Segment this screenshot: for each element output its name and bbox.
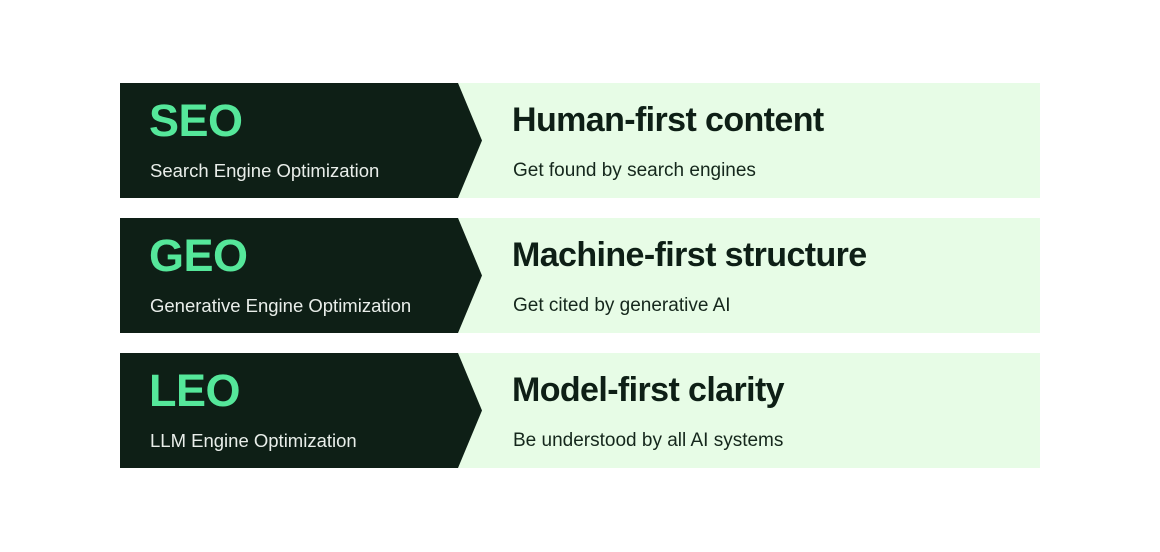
tier-heading-seo: Human-first content (512, 101, 824, 139)
acronym-panel-content-geo: GEO Generative Engine Optimization (149, 218, 449, 333)
acronym-expansion-leo: LLM Engine Optimization (150, 430, 357, 451)
tier-subheading-geo: Get cited by generative AI (513, 295, 731, 316)
acronym-label-leo: LEO (149, 365, 241, 416)
acronym-arrow-panel-geo: GEO Generative Engine Optimization (120, 218, 482, 333)
tier-content-leo: Model-first clarity Be understood by all… (512, 353, 1032, 468)
optimization-tiers-diagram: SEO Search Engine Optimization Human-fir… (120, 83, 1040, 468)
tier-content-seo: Human-first content Get found by search … (512, 83, 1032, 198)
acronym-panel-content-seo: SEO Search Engine Optimization (149, 83, 449, 198)
acronym-panel-content-leo: LEO LLM Engine Optimization (149, 353, 449, 468)
tier-row-seo: SEO Search Engine Optimization Human-fir… (120, 83, 1040, 198)
acronym-expansion-seo: Search Engine Optimization (150, 160, 380, 181)
tier-subheading-seo: Get found by search engines (513, 160, 756, 181)
tier-heading-geo: Machine-first structure (512, 236, 867, 274)
tier-subheading-leo: Be understood by all AI systems (513, 430, 784, 451)
tier-row-leo: LEO LLM Engine Optimization Model-first … (120, 353, 1040, 468)
acronym-expansion-geo: Generative Engine Optimization (150, 295, 412, 316)
tier-row-geo: GEO Generative Engine Optimization Machi… (120, 218, 1040, 333)
acronym-label-seo: SEO (149, 95, 243, 146)
tier-content-geo: Machine-first structure Get cited by gen… (512, 218, 1032, 333)
acronym-arrow-panel-leo: LEO LLM Engine Optimization (120, 353, 482, 468)
acronym-arrow-panel-seo: SEO Search Engine Optimization (120, 83, 482, 198)
tier-heading-leo: Model-first clarity (512, 371, 785, 409)
acronym-label-geo: GEO (149, 230, 248, 281)
